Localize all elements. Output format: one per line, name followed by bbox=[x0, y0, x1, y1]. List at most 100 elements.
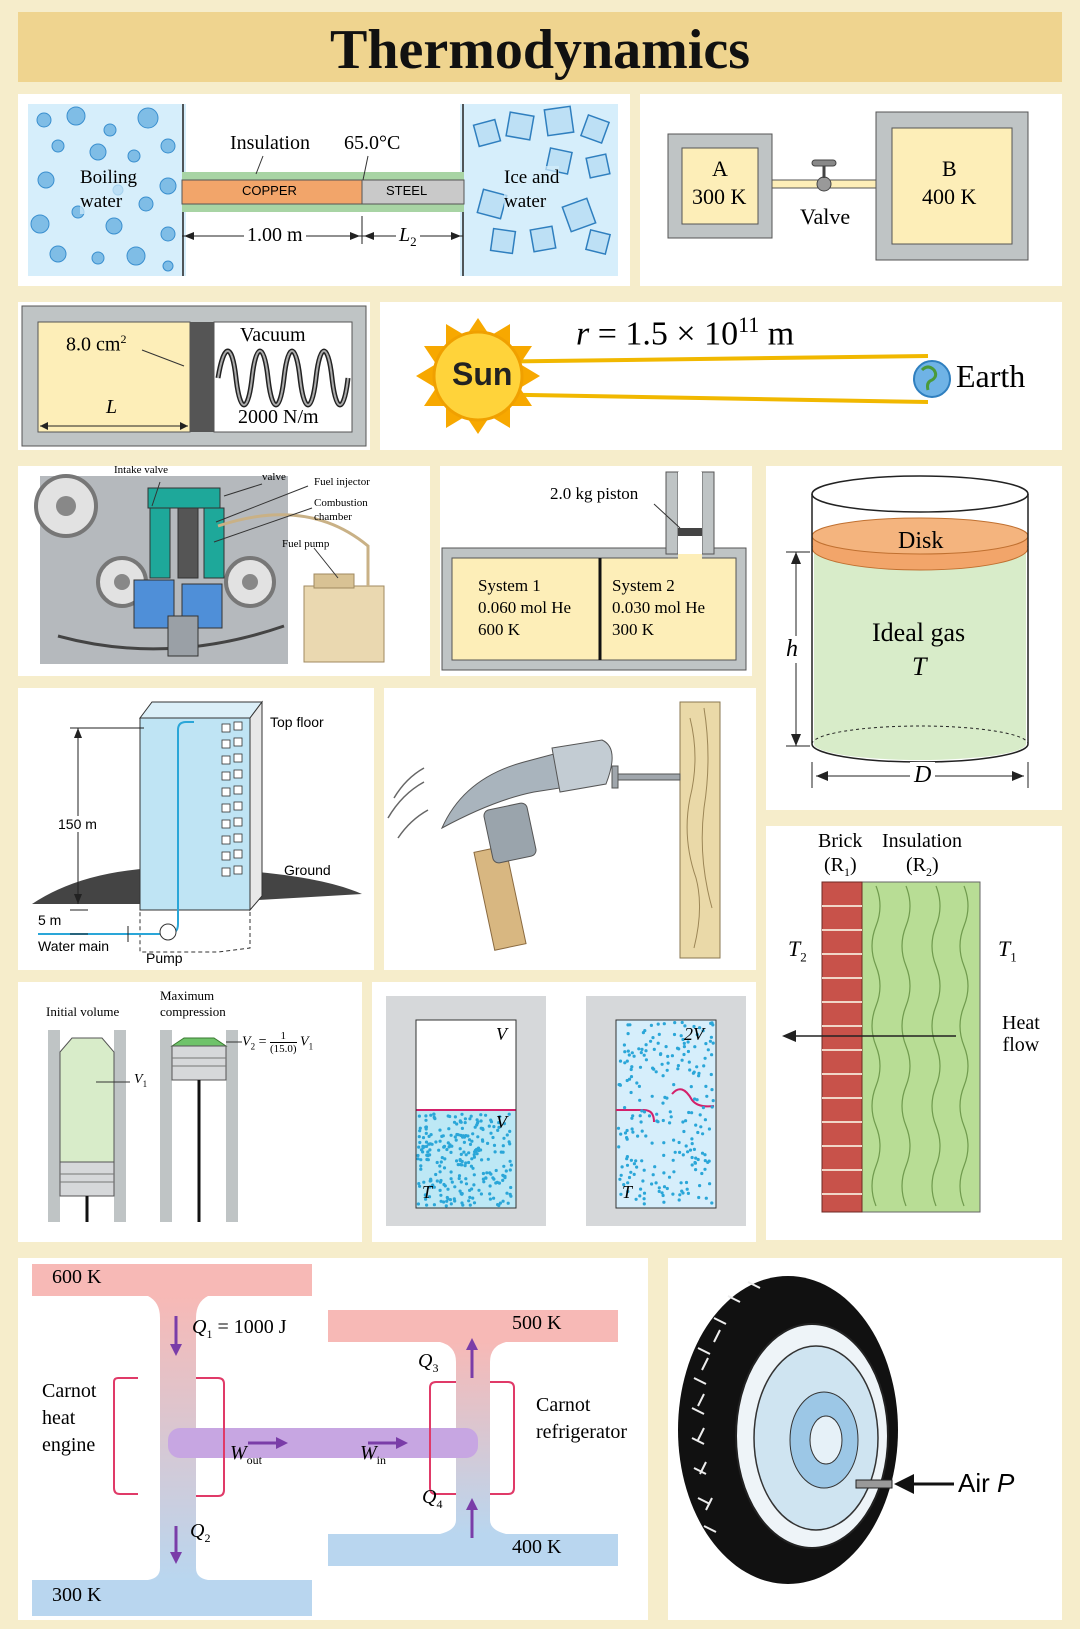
particle-dot bbox=[695, 1098, 699, 1102]
particle-dot bbox=[429, 1113, 433, 1117]
work-out-label: Wout bbox=[230, 1442, 263, 1467]
particle-dot bbox=[449, 1177, 453, 1181]
particle-dot bbox=[662, 1141, 666, 1145]
particle-dot bbox=[418, 1129, 422, 1133]
particle-dot bbox=[692, 1024, 696, 1029]
particle-dot bbox=[708, 1182, 712, 1186]
panel-spring-vacuum: 8.0 cm2 L Vacuum 2000 N/m bbox=[18, 302, 370, 450]
sun-earth-illustration bbox=[416, 318, 951, 434]
particle-dot bbox=[637, 1047, 641, 1051]
particle-dot bbox=[631, 1130, 635, 1134]
particle-dot bbox=[454, 1138, 458, 1142]
particle-dot bbox=[507, 1112, 511, 1116]
wall-illustration bbox=[782, 881, 981, 1213]
system-2-temperature: 300 K bbox=[612, 620, 655, 639]
panel-building: Top floor 150 m Ground 5 m Water main Pu… bbox=[18, 688, 374, 970]
particle-dot bbox=[425, 1153, 429, 1157]
particle-dot bbox=[693, 1097, 697, 1101]
particle-dot bbox=[476, 1146, 481, 1150]
particle-dot bbox=[499, 1150, 503, 1154]
particle-dot bbox=[508, 1129, 512, 1133]
particle-dot bbox=[455, 1122, 459, 1126]
particle-dot bbox=[623, 1106, 627, 1110]
particle-dot bbox=[462, 1140, 466, 1144]
panel-hammer bbox=[384, 688, 756, 970]
valve-label: Valve bbox=[800, 204, 851, 229]
particle-dot bbox=[497, 1125, 501, 1129]
particle-dot bbox=[672, 1138, 676, 1142]
gas-temperature-label: T bbox=[912, 652, 927, 681]
particle-dot bbox=[625, 1136, 629, 1140]
particle-dot bbox=[699, 1125, 703, 1129]
particle-dot bbox=[457, 1174, 462, 1178]
particle-dot bbox=[440, 1156, 444, 1160]
panel-conduction-bar: Boiling water Ice and water Insulation 6… bbox=[18, 94, 630, 286]
particle-dot bbox=[489, 1120, 494, 1124]
particle-dot bbox=[434, 1172, 438, 1177]
particle-dot bbox=[508, 1168, 512, 1172]
particle-dot bbox=[649, 1023, 653, 1027]
container-volume-label: V bbox=[496, 1024, 507, 1044]
particle-dot bbox=[690, 1163, 694, 1167]
particle-dot bbox=[507, 1140, 511, 1144]
engine-illustration bbox=[34, 474, 385, 664]
particle-dot bbox=[700, 1151, 705, 1155]
particle-dot bbox=[627, 1053, 631, 1057]
particle-dot bbox=[458, 1189, 462, 1193]
particle-dot bbox=[629, 1067, 633, 1072]
particle-dot bbox=[432, 1112, 436, 1116]
particle-dot bbox=[626, 1023, 630, 1027]
particle-dot bbox=[476, 1135, 480, 1139]
particle-dot bbox=[687, 1060, 691, 1064]
boiling-water-label: Boiling water bbox=[80, 166, 138, 214]
system-1-amount: 0.060 mol He bbox=[478, 598, 572, 617]
depth-5m-label: 5 m bbox=[38, 912, 62, 928]
particle-dot bbox=[508, 1159, 512, 1163]
particle-dot bbox=[482, 1180, 486, 1184]
particle-dot bbox=[481, 1177, 485, 1181]
particle-dot bbox=[484, 1176, 488, 1180]
particle-dot bbox=[498, 1201, 502, 1205]
particle-dot bbox=[679, 1034, 683, 1038]
particle-dot bbox=[471, 1166, 475, 1170]
particle-dot bbox=[642, 1110, 647, 1114]
particle-dot bbox=[692, 1147, 696, 1151]
particle-dot bbox=[421, 1144, 425, 1148]
particle-dot bbox=[656, 1041, 660, 1045]
particle-dot bbox=[428, 1185, 432, 1189]
particle-dot bbox=[662, 1171, 666, 1175]
particle-dot bbox=[486, 1157, 490, 1161]
particle-dot bbox=[449, 1170, 453, 1174]
particle-dot bbox=[501, 1178, 505, 1182]
particle-dot bbox=[467, 1160, 471, 1165]
particle-dot bbox=[697, 1195, 701, 1200]
particle-dot bbox=[649, 1039, 653, 1043]
particle-dot bbox=[469, 1114, 473, 1118]
system-1-name: System 1 bbox=[478, 576, 541, 595]
sun-label: Sun bbox=[452, 356, 513, 392]
particle-dot bbox=[672, 1170, 676, 1174]
particle-dot bbox=[480, 1158, 484, 1162]
particle-dot bbox=[638, 1098, 642, 1102]
particle-dot bbox=[442, 1182, 446, 1187]
particle-dot bbox=[647, 1114, 652, 1118]
particle-dot bbox=[635, 1081, 639, 1085]
particle-dot bbox=[660, 1191, 664, 1195]
particle-dot bbox=[477, 1148, 481, 1153]
particle-dot bbox=[642, 1191, 647, 1195]
particle-dot bbox=[626, 1189, 630, 1194]
area-label: 8.0 cm2 bbox=[66, 332, 127, 356]
particle-dot bbox=[631, 1114, 635, 1118]
particle-dot bbox=[690, 1111, 694, 1115]
particle-dot bbox=[472, 1173, 476, 1177]
particle-dot bbox=[629, 1158, 633, 1162]
particle-dot bbox=[684, 1180, 689, 1185]
insulation-resistance-label: (R2) bbox=[906, 854, 939, 879]
particle-dot bbox=[676, 1064, 680, 1068]
particle-dot bbox=[504, 1169, 508, 1173]
mid-hot-reservoir-label: 500 K bbox=[512, 1312, 562, 1334]
earth-label: Earth bbox=[956, 358, 1026, 394]
spring-illustration bbox=[21, 305, 367, 447]
particle-dot bbox=[475, 1118, 479, 1122]
title-bar: Thermodynamics bbox=[18, 12, 1062, 82]
